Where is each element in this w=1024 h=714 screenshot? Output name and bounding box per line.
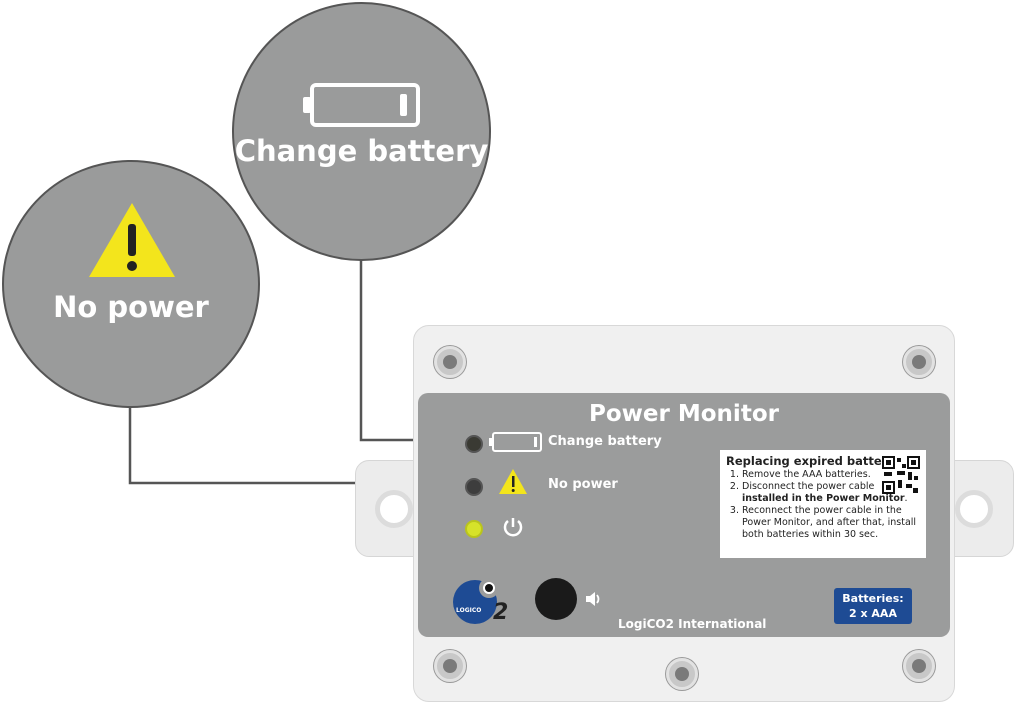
indicator-label: Change battery — [548, 434, 662, 449]
led-no-power — [465, 478, 483, 496]
callout-label: Change battery — [234, 134, 489, 168]
callout-change-battery: Change battery — [232, 2, 491, 261]
indicator-label: No power — [548, 477, 618, 492]
instruction-step: Remove the AAA batteries. — [742, 469, 920, 481]
speaker-icon — [586, 592, 600, 606]
power-icon — [503, 518, 523, 537]
callout-no-power: No power — [2, 160, 260, 408]
warning-triangle-icon — [499, 469, 527, 494]
mounting-hole — [375, 490, 413, 528]
instruction-step: Reconnect the power cable in the Power M… — [742, 505, 920, 541]
qr-code-icon[interactable] — [882, 456, 920, 494]
screw-icon — [666, 658, 698, 690]
screw-icon — [434, 346, 466, 378]
device-title: Power Monitor — [589, 401, 779, 427]
instructions-card: Replacing expired batteries Remove the A… — [720, 450, 926, 558]
led-power — [465, 520, 483, 538]
battery-empty-icon — [489, 432, 542, 452]
instructions-title: Replacing expired batteries — [726, 454, 906, 468]
callout-label: No power — [53, 290, 209, 324]
company-name: LogiCO2 International — [618, 617, 767, 631]
mounting-hole — [955, 490, 993, 528]
screw-icon — [434, 650, 466, 682]
battery-empty-icon — [303, 83, 420, 127]
screw-icon — [903, 346, 935, 378]
led-change-battery — [465, 435, 483, 453]
buzzer-button[interactable] — [535, 578, 577, 620]
battery-badge: Batteries: 2 x AAA — [834, 588, 912, 624]
warning-triangle-icon — [89, 203, 175, 277]
logico2-logo: LOGICO 2 — [453, 578, 509, 626]
screw-icon — [903, 650, 935, 682]
